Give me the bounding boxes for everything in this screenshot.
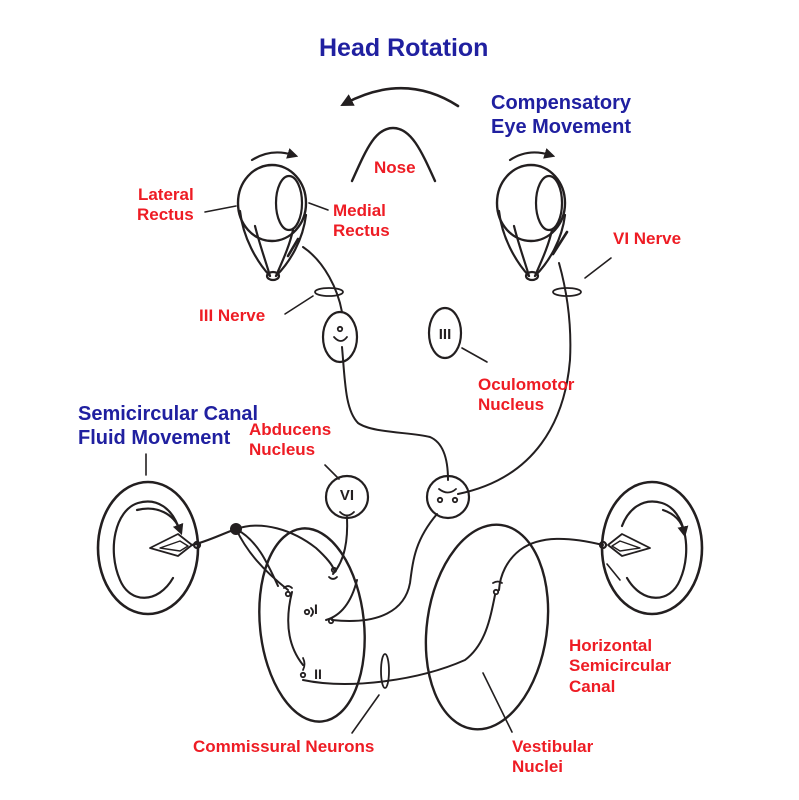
commissural-neurons-label: Commissural Neurons bbox=[193, 737, 375, 756]
right-eye-rotation-arrow bbox=[508, 148, 556, 162]
mark-type-ii: II bbox=[314, 666, 322, 682]
abducens-line-2: Nucleus bbox=[249, 440, 316, 460]
horizontal-canal-line-2: Semicircular bbox=[569, 656, 672, 676]
oculomotor-nucleus-left bbox=[321, 310, 359, 364]
medial-rectus-label: Medial Rectus bbox=[333, 201, 390, 242]
canal-fluid-line-1: Semicircular Canal bbox=[78, 403, 259, 425]
vestibular-nucleus-right bbox=[424, 523, 550, 731]
compensatory-line-2: Eye Movement bbox=[491, 116, 632, 138]
vestibular-nuclei-label: Vestibular Nuclei bbox=[512, 737, 593, 778]
right-eye bbox=[495, 148, 569, 282]
mark-iii: III bbox=[439, 326, 452, 343]
left-eye bbox=[236, 148, 308, 282]
left-semicircular-canal bbox=[96, 480, 238, 616]
horizontal-canal-line-1: Horizontal bbox=[569, 636, 653, 655]
left-eye-rotation-arrow bbox=[250, 148, 299, 162]
nose-label: Nose bbox=[374, 158, 416, 177]
neural-pathways bbox=[235, 246, 604, 685]
medial-rectus-line-2: Rectus bbox=[333, 221, 390, 241]
vestibular-line-1: Vestibular bbox=[512, 737, 594, 756]
compensatory-eye-movement-label: Compensatory Eye Movement bbox=[491, 91, 631, 139]
horizontal-canal-line-3: Canal bbox=[569, 676, 616, 696]
horizontal-canal-label: Horizontal Semicircular Canal bbox=[569, 636, 671, 697]
lateral-rectus-line-2: Rectus bbox=[137, 205, 194, 225]
oculomotor-line-1: Oculomotor bbox=[478, 375, 575, 394]
abducens-nucleus-label: Abducens Nucleus bbox=[249, 420, 331, 461]
leader-lines bbox=[145, 202, 621, 734]
right-semicircular-canal bbox=[598, 480, 704, 616]
oculomotor-nucleus-right bbox=[427, 306, 463, 360]
oculomotor-nucleus-label: Oculomotor Nucleus bbox=[478, 375, 574, 416]
contralateral-abducens-nucleus bbox=[425, 474, 471, 520]
afferent-ganglion-dot bbox=[230, 523, 242, 535]
diagram-title: Head Rotation bbox=[319, 34, 489, 62]
iii-nerve-label: III Nerve bbox=[199, 306, 266, 325]
nose-outline bbox=[350, 126, 437, 183]
canal-fluid-line-2: Fluid Movement bbox=[78, 427, 231, 449]
lateral-rectus-label: Lateral Rectus bbox=[137, 185, 194, 226]
synapse-marks bbox=[283, 325, 503, 679]
mark-type-i: I bbox=[314, 601, 318, 617]
compensatory-line-1: Compensatory bbox=[491, 92, 632, 114]
vi-nerve-label: VI Nerve bbox=[613, 229, 682, 248]
vestibular-nucleus-left bbox=[258, 527, 366, 723]
vestibular-line-2: Nuclei bbox=[512, 757, 564, 777]
commissural-sheath bbox=[380, 653, 390, 689]
lateral-rectus-line-1: Lateral bbox=[137, 185, 194, 204]
head-rotation-arrow bbox=[340, 86, 460, 108]
canal-fluid-movement-label: Semicircular Canal Fluid Movement bbox=[78, 402, 258, 450]
iii-nerve-sheath bbox=[314, 287, 344, 297]
oculomotor-line-2: Nucleus bbox=[478, 395, 545, 415]
abducens-line-1: Abducens bbox=[249, 420, 332, 439]
medial-rectus-line-1: Medial bbox=[333, 201, 386, 220]
mark-vi: VI bbox=[340, 487, 354, 504]
